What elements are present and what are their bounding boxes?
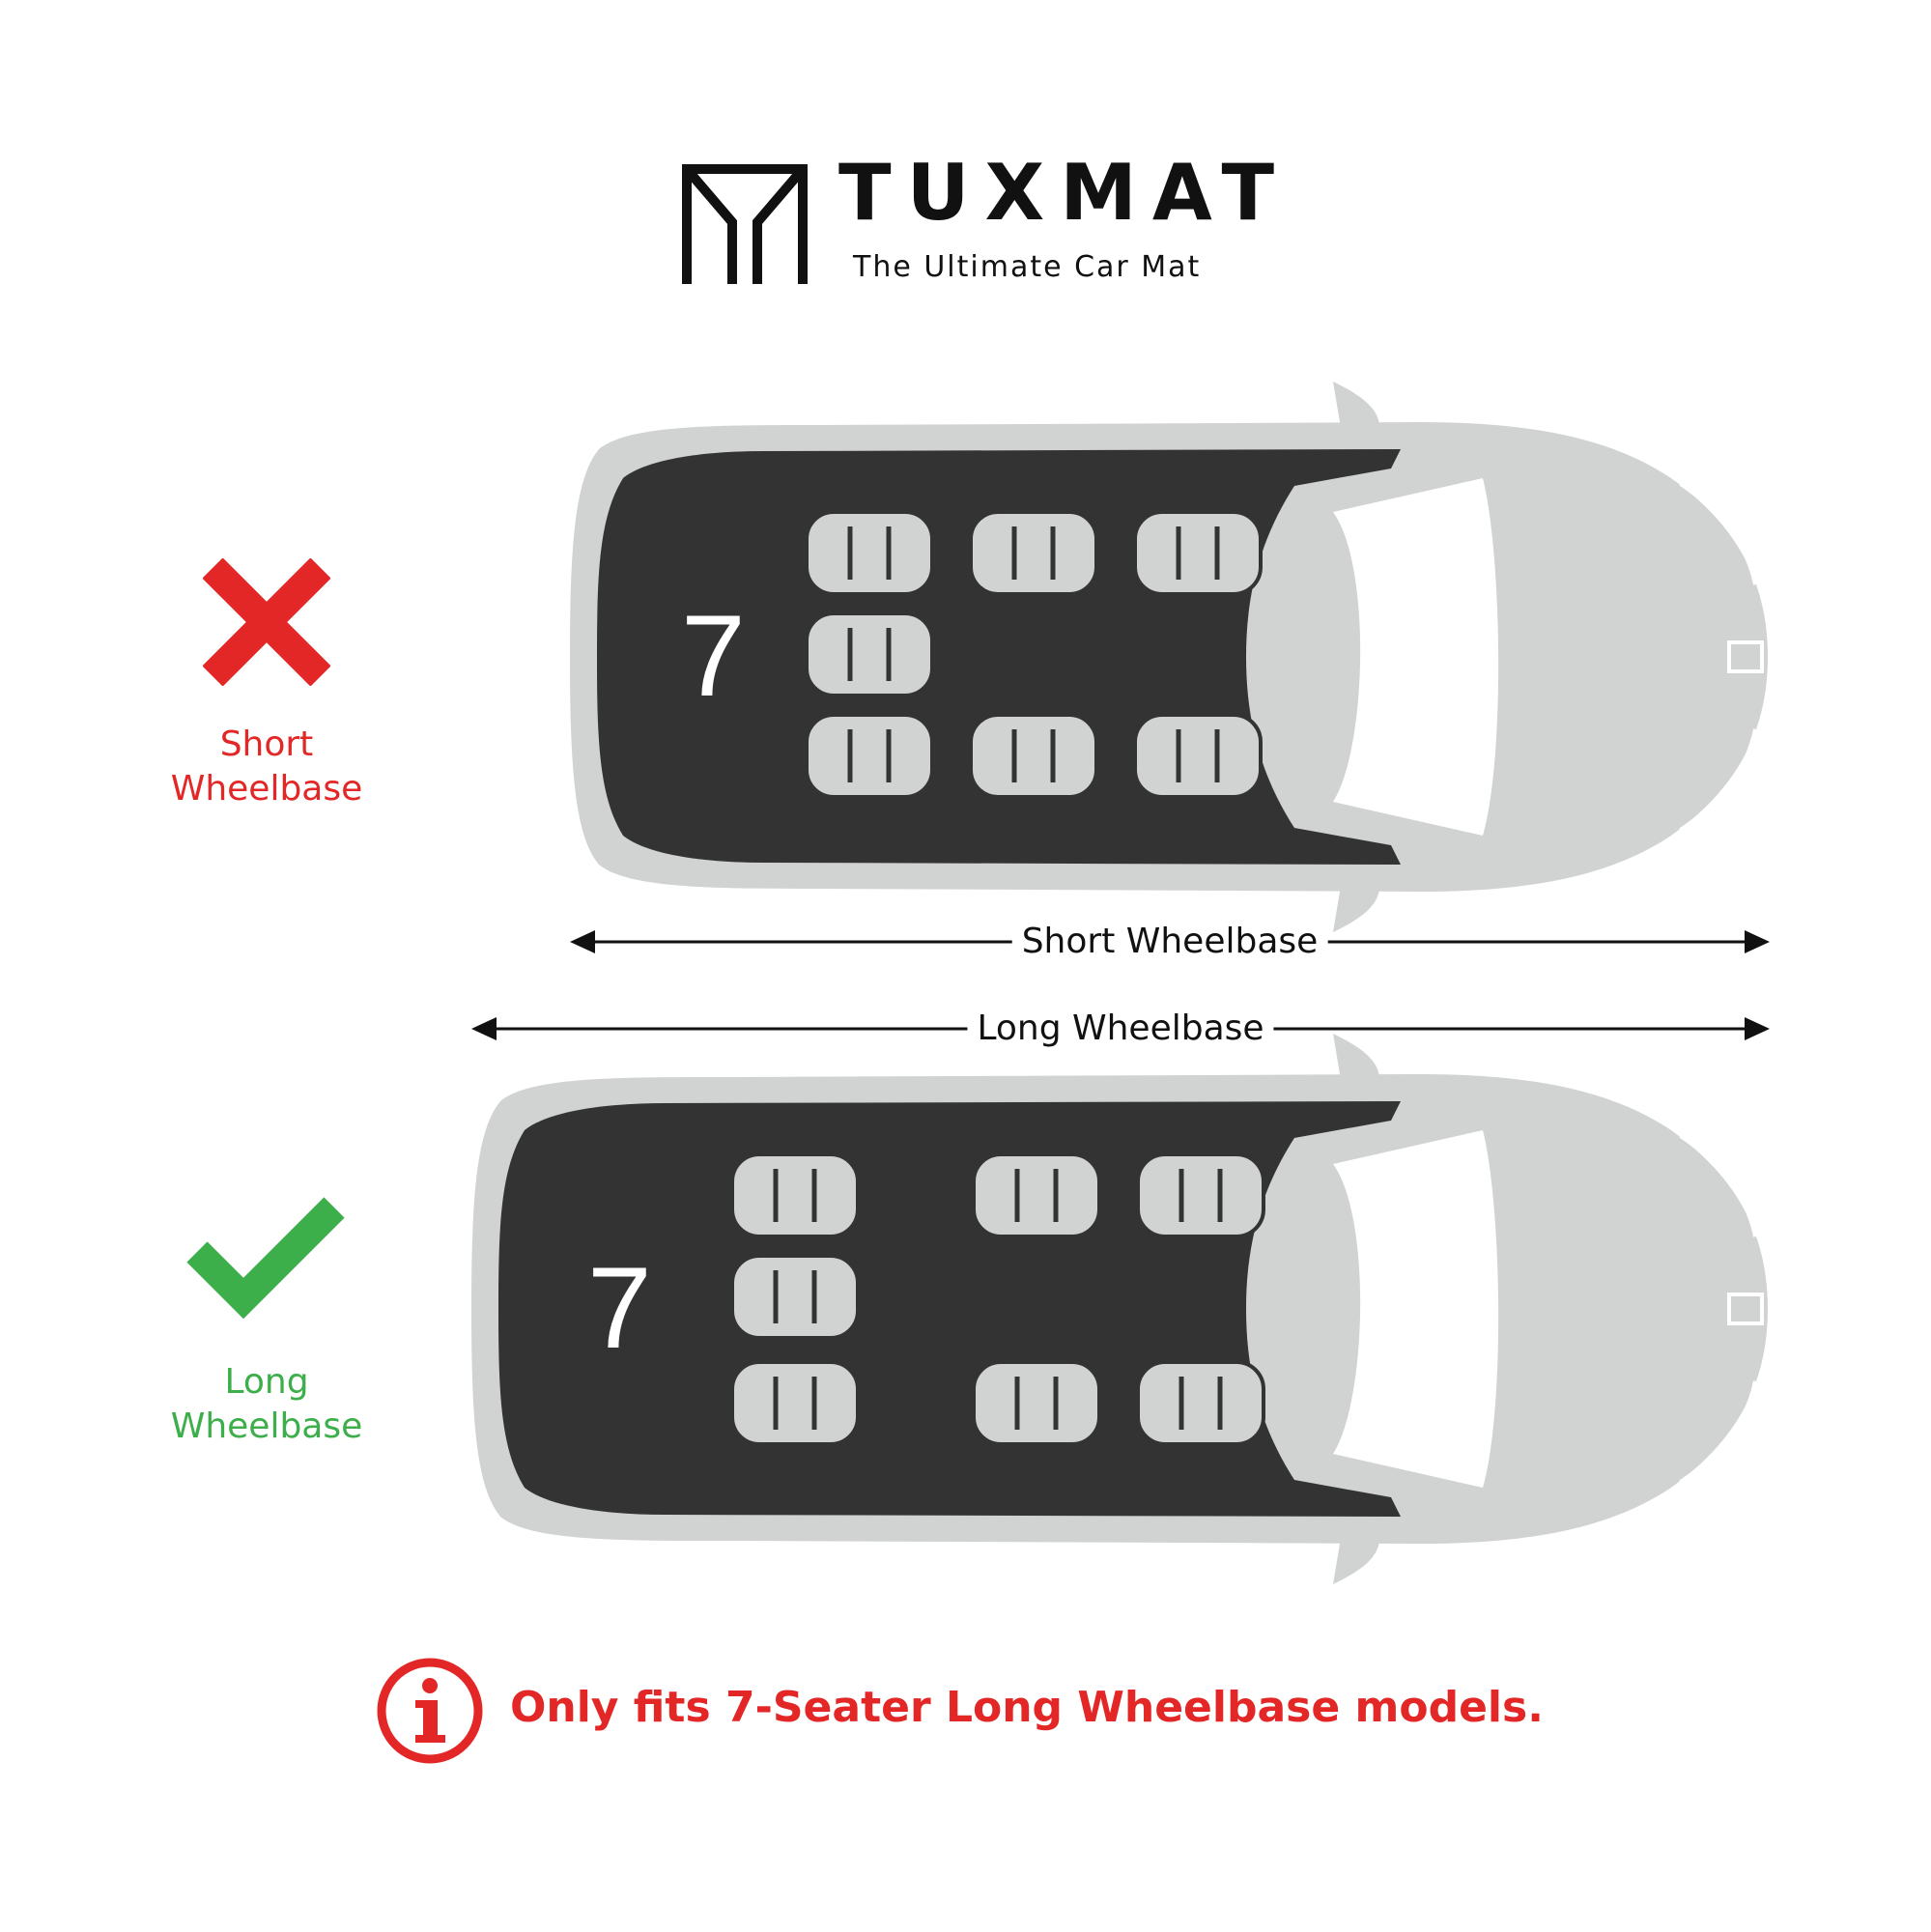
dimension-short-wheelbase: Short Wheelbase bbox=[570, 923, 1770, 961]
seat-count: 7 bbox=[587, 1243, 652, 1373]
cross-icon bbox=[202, 557, 331, 687]
dimension-label: Long Wheelbase bbox=[967, 1009, 1274, 1048]
dimension-label: Short Wheelbase bbox=[1011, 923, 1328, 961]
dimension-long-wheelbase: Long Wheelbase bbox=[471, 1009, 1770, 1048]
info-icon bbox=[375, 1656, 485, 1766]
status-label-short: Short Wheelbase bbox=[122, 723, 412, 811]
status-label-line: Wheelbase bbox=[170, 1406, 363, 1446]
brand-tagline: The Ultimate Car Mat bbox=[853, 250, 1202, 284]
seat-count: 7 bbox=[681, 591, 746, 721]
status-label-line: Short bbox=[219, 724, 314, 764]
status-label-long: Long Wheelbase bbox=[122, 1360, 412, 1449]
compatibility-notice: Only fits 7-Seater Long Wheelbase models… bbox=[510, 1683, 1544, 1732]
van-long-wheelbase: 7 bbox=[471, 1034, 1768, 1584]
check-icon bbox=[184, 1194, 348, 1321]
tuxmat-logo-icon bbox=[679, 161, 810, 284]
status-label-line: Long bbox=[224, 1362, 309, 1402]
brand-name: TUXMAT bbox=[838, 148, 1291, 238]
status-label-line: Wheelbase bbox=[170, 769, 363, 809]
van-short-wheelbase: 7 bbox=[570, 382, 1768, 932]
